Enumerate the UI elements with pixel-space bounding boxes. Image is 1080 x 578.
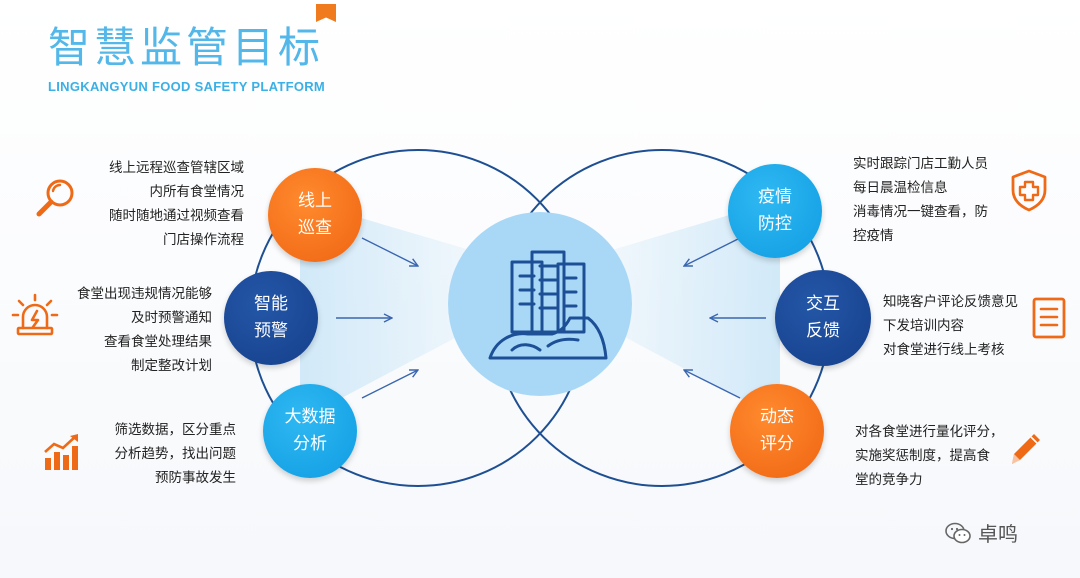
beam-left [300, 200, 470, 420]
arrow-big-data [361, 370, 418, 399]
watermark-text: 卓鸣 [978, 522, 1018, 546]
desc-online-inspection: 线上远程巡查管辖区域 内所有食堂情况 随时随地通过视频查看 门店操作流程 [109, 160, 244, 248]
bar-chart-icon [44, 434, 78, 470]
bookmark-corner [316, 4, 336, 22]
pencil-icon [1012, 434, 1040, 464]
center-circle [448, 212, 632, 396]
node-big-data[interactable]: 大数据 分析 [263, 384, 357, 478]
node-epidemic-control[interactable]: 疫情 防控 [728, 164, 822, 258]
beam-right [612, 200, 780, 420]
arrow-scoring [684, 370, 741, 399]
node-smart-alert[interactable]: 智能 预警 [224, 271, 318, 365]
alarm-light-icon [11, 293, 59, 336]
desc-scoring: 对各食堂进行量化评分， 实施奖惩制度，提高食 堂的竞争力 [855, 424, 1004, 488]
desc-feedback: 知晓客户评论反馈意见 下发培训内容 对食堂进行线上考核 [883, 294, 1018, 358]
desc-epidemic-control: 实时跟踪门店工勤人员 每日晨温检信息 消毒情况一键查看，防 控疫情 [853, 156, 988, 244]
document-icon [1032, 297, 1066, 339]
desc-big-data: 筛选数据，区分重点 分析趋势，找出问题 预防事故发生 [114, 422, 237, 486]
city-buildings-icon [488, 250, 608, 360]
arrow-epidemic-control [684, 237, 741, 266]
node-scoring[interactable]: 动态 评分 [730, 384, 824, 478]
shield-cross-icon [1011, 169, 1047, 212]
node-online-inspection[interactable]: 线上 巡查 [268, 168, 362, 262]
page-subtitle: LINGKANGYUN FOOD SAFETY PLATFORM [48, 79, 326, 94]
wechat-icon [945, 522, 971, 543]
watermark: 卓鸣 [944, 518, 1018, 547]
desc-smart-alert: 食堂出现违规情况能够 及时预警通知 查看食堂处理结果 制定整改计划 [77, 286, 212, 374]
page-title: 智慧监管目标 [48, 23, 325, 72]
node-feedback[interactable]: 交互 反馈 [775, 270, 871, 366]
arrow-online-inspection [361, 237, 418, 266]
magnifier-icon [36, 179, 74, 217]
